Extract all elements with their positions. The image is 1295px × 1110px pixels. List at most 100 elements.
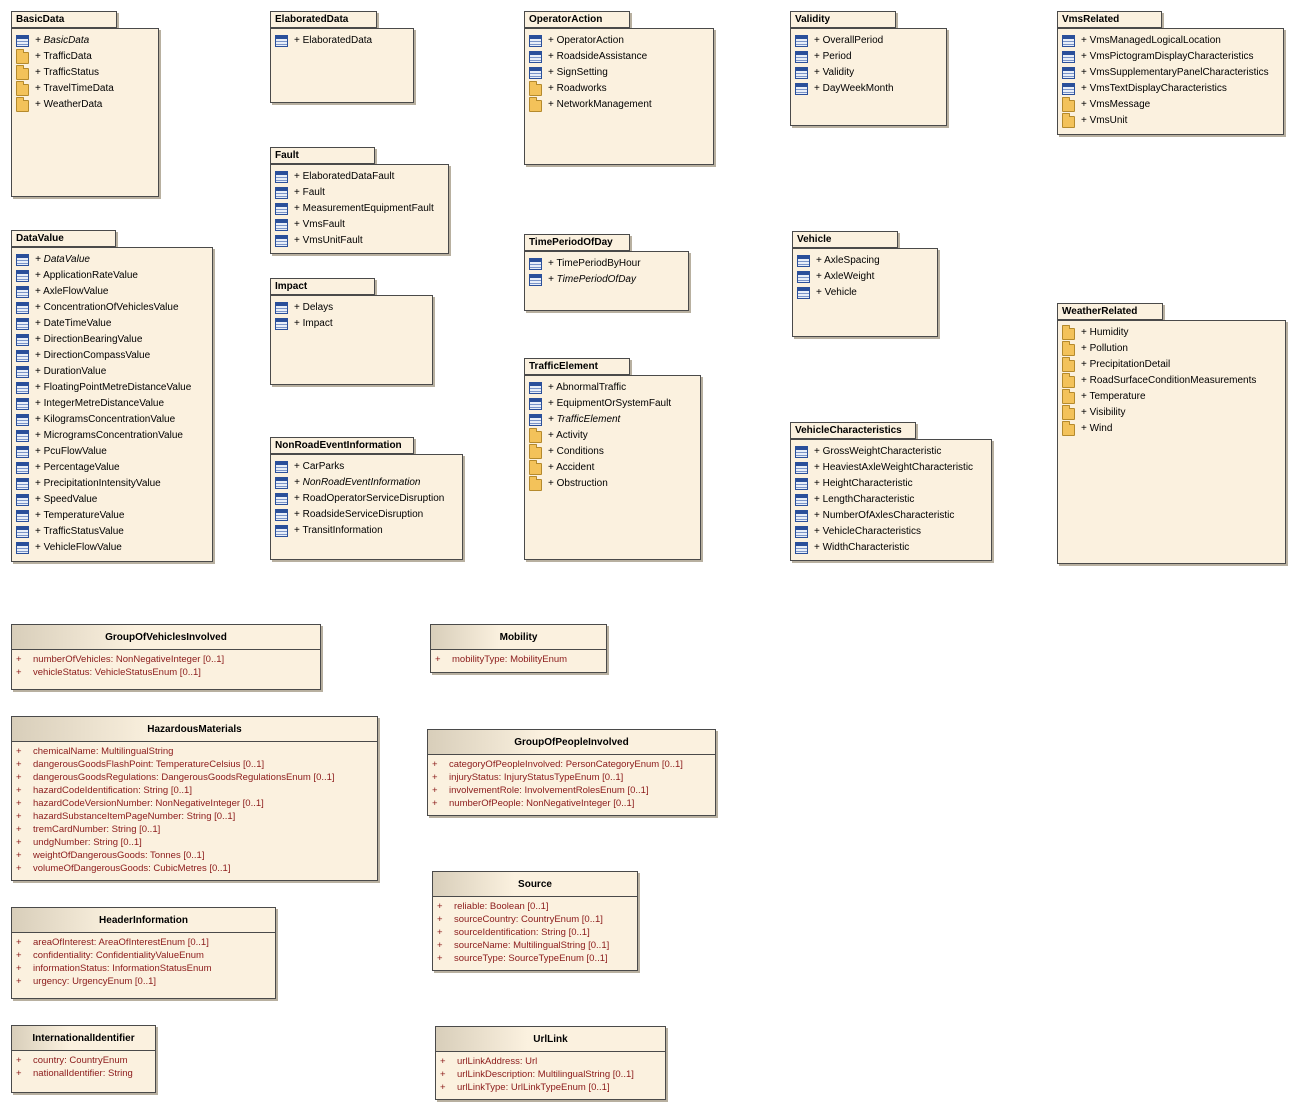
class-attribute[interactable]: +hazardSubstanceItemPageNumber: String […	[16, 810, 377, 823]
class-attribute[interactable]: +sourceCountry: CountryEnum [0..1]	[437, 913, 637, 926]
package-item[interactable]: + TrafficStatusValue	[16, 524, 212, 540]
class-attribute[interactable]: +country: CountryEnum	[16, 1054, 155, 1067]
package-item[interactable]: + FloatingPointMetreDistanceValue	[16, 380, 212, 396]
class-attribute[interactable]: +reliable: Boolean [0..1]	[437, 900, 637, 913]
package-datavalue[interactable]: DataValue+ DataValue+ ApplicationRateVal…	[11, 230, 213, 562]
package-item[interactable]: + MicrogramsConcentrationValue	[16, 428, 212, 444]
class-attribute[interactable]: +urlLinkType: UrlLinkTypeEnum [0..1]	[440, 1081, 665, 1094]
class-attribute[interactable]: +urlLinkAddress: Url	[440, 1055, 665, 1068]
package-item[interactable]: + VehicleCharacteristics	[795, 524, 991, 540]
package-item[interactable]: + Vehicle	[797, 285, 937, 301]
class-attribute[interactable]: +nationalIdentifier: String	[16, 1067, 155, 1080]
package-item[interactable]: + TrafficStatus	[16, 65, 158, 81]
package-item[interactable]: + Temperature	[1062, 389, 1285, 405]
package-item[interactable]: + KilogramsConcentrationValue	[16, 412, 212, 428]
package-item[interactable]: + DataValue	[16, 252, 212, 268]
package-item[interactable]: + MeasurementEquipmentFault	[275, 201, 448, 217]
package-item[interactable]: + VmsFault	[275, 217, 448, 233]
package-timeperiodofday[interactable]: TimePeriodOfDay+ TimePeriodByHour+ TimeP…	[524, 234, 689, 311]
class-attribute[interactable]: +undgNumber: String [0..1]	[16, 836, 377, 849]
package-item[interactable]: + RoadsideServiceDisruption	[275, 507, 462, 523]
package-item[interactable]: + PercentageValue	[16, 460, 212, 476]
package-item[interactable]: + NumberOfAxlesCharacteristic	[795, 508, 991, 524]
package-nonroadeventinformation[interactable]: NonRoadEventInformation+ CarParks+ NonRo…	[270, 437, 463, 560]
package-item[interactable]: + GrossWeightCharacteristic	[795, 444, 991, 460]
package-item[interactable]: + VmsUnit	[1062, 113, 1283, 129]
package-item[interactable]: + DurationValue	[16, 364, 212, 380]
package-item[interactable]: + ElaboratedData	[275, 33, 413, 49]
package-item[interactable]: + RoadSurfaceConditionMeasurements	[1062, 373, 1285, 389]
package-item[interactable]: + IntegerMetreDistanceValue	[16, 396, 212, 412]
package-item[interactable]: + WidthCharacteristic	[795, 540, 991, 556]
package-item[interactable]: + Roadworks	[529, 81, 713, 97]
package-item[interactable]: + OperatorAction	[529, 33, 713, 49]
package-item[interactable]: + VmsUnitFault	[275, 233, 448, 249]
package-item[interactable]: + AxleSpacing	[797, 253, 937, 269]
class-attribute[interactable]: +sourceIdentification: String [0..1]	[437, 926, 637, 939]
package-item[interactable]: + TravelTimeData	[16, 81, 158, 97]
package-item[interactable]: + Accident	[529, 460, 700, 476]
package-elaborateddata[interactable]: ElaboratedData+ ElaboratedData	[270, 11, 414, 103]
class-groupofvehiclesinvolved[interactable]: GroupOfVehiclesInvolved+numberOfVehicles…	[11, 624, 321, 690]
class-attribute[interactable]: +categoryOfPeopleInvolved: PersonCategor…	[432, 758, 715, 771]
class-attribute[interactable]: +tremCardNumber: String [0..1]	[16, 823, 377, 836]
package-fault[interactable]: Fault+ ElaboratedDataFault+ Fault+ Measu…	[270, 147, 449, 254]
package-item[interactable]: + DirectionBearingValue	[16, 332, 212, 348]
class-attribute[interactable]: +injuryStatus: InjuryStatusTypeEnum [0..…	[432, 771, 715, 784]
class-attribute[interactable]: +mobilityType: MobilityEnum	[435, 653, 606, 666]
class-groupofpeopleinvolved[interactable]: GroupOfPeopleInvolved+categoryOfPeopleIn…	[427, 729, 716, 816]
package-item[interactable]: + Impact	[275, 316, 432, 332]
class-source[interactable]: Source+reliable: Boolean [0..1]+sourceCo…	[432, 871, 638, 971]
class-attribute[interactable]: +urgency: UrgencyEnum [0..1]	[16, 975, 275, 988]
package-item[interactable]: + Conditions	[529, 444, 700, 460]
package-vmsrelated[interactable]: VmsRelated+ VmsManagedLogicalLocation+ V…	[1057, 11, 1284, 135]
package-item[interactable]: + AxleFlowValue	[16, 284, 212, 300]
class-attribute[interactable]: +sourceType: SourceTypeEnum [0..1]	[437, 952, 637, 965]
class-attribute[interactable]: +confidentiality: ConfidentialityValueEn…	[16, 949, 275, 962]
class-attribute[interactable]: +numberOfVehicles: NonNegativeInteger [0…	[16, 653, 320, 666]
class-attribute[interactable]: +areaOfInterest: AreaOfInterestEnum [0..…	[16, 936, 275, 949]
class-attribute[interactable]: +vehicleStatus: VehicleStatusEnum [0..1]	[16, 666, 320, 679]
package-item[interactable]: + NetworkManagement	[529, 97, 713, 113]
package-item[interactable]: + VmsManagedLogicalLocation	[1062, 33, 1283, 49]
class-attribute[interactable]: +informationStatus: InformationStatusEnu…	[16, 962, 275, 975]
package-item[interactable]: + TrafficData	[16, 49, 158, 65]
class-attribute[interactable]: +dangerousGoodsRegulations: DangerousGoo…	[16, 771, 377, 784]
package-item[interactable]: + Period	[795, 49, 946, 65]
package-item[interactable]: + SignSetting	[529, 65, 713, 81]
package-vehicle[interactable]: Vehicle+ AxleSpacing+ AxleWeight+ Vehicl…	[792, 231, 938, 337]
package-item[interactable]: + CarParks	[275, 459, 462, 475]
class-attribute[interactable]: +volumeOfDangerousGoods: CubicMetres [0.…	[16, 862, 377, 875]
package-item[interactable]: + VmsMessage	[1062, 97, 1283, 113]
package-item[interactable]: + NonRoadEventInformation	[275, 475, 462, 491]
package-basicdata[interactable]: BasicData+ BasicData+ TrafficData+ Traff…	[11, 11, 159, 197]
package-item[interactable]: + HeightCharacteristic	[795, 476, 991, 492]
package-item[interactable]: + VmsPictogramDisplayCharacteristics	[1062, 49, 1283, 65]
package-item[interactable]: + AbnormalTraffic	[529, 380, 700, 396]
package-item[interactable]: + ConcentrationOfVehiclesValue	[16, 300, 212, 316]
package-item[interactable]: + OverallPeriod	[795, 33, 946, 49]
class-attribute[interactable]: +numberOfPeople: NonNegativeInteger [0..…	[432, 797, 715, 810]
package-item[interactable]: + RoadsideAssistance	[529, 49, 713, 65]
package-item[interactable]: + RoadOperatorServiceDisruption	[275, 491, 462, 507]
package-operatoraction[interactable]: OperatorAction+ OperatorAction+ Roadside…	[524, 11, 714, 165]
package-item[interactable]: + ElaboratedDataFault	[275, 169, 448, 185]
package-item[interactable]: + WeatherData	[16, 97, 158, 113]
package-item[interactable]: + Fault	[275, 185, 448, 201]
class-attribute[interactable]: +chemicalName: MultilingualString	[16, 745, 377, 758]
package-item[interactable]: + AxleWeight	[797, 269, 937, 285]
package-item[interactable]: + PrecipitationIntensityValue	[16, 476, 212, 492]
package-item[interactable]: + Obstruction	[529, 476, 700, 492]
class-headerinformation[interactable]: HeaderInformation+areaOfInterest: AreaOf…	[11, 907, 276, 999]
package-item[interactable]: + BasicData	[16, 33, 158, 49]
package-item[interactable]: + DateTimeValue	[16, 316, 212, 332]
package-item[interactable]: + TimePeriodByHour	[529, 256, 688, 272]
class-urllink[interactable]: UrlLink+urlLinkAddress: Url+urlLinkDescr…	[435, 1026, 666, 1100]
package-impact[interactable]: Impact+ Delays+ Impact	[270, 278, 433, 385]
package-item[interactable]: + VmsSupplementaryPanelCharacteristics	[1062, 65, 1283, 81]
class-attribute[interactable]: +urlLinkDescription: MultilingualString …	[440, 1068, 665, 1081]
package-item[interactable]: + PcuFlowValue	[16, 444, 212, 460]
package-validity[interactable]: Validity+ OverallPeriod+ Period+ Validit…	[790, 11, 947, 126]
class-attribute[interactable]: +hazardCodeVersionNumber: NonNegativeInt…	[16, 797, 377, 810]
package-item[interactable]: + TrafficElement	[529, 412, 700, 428]
